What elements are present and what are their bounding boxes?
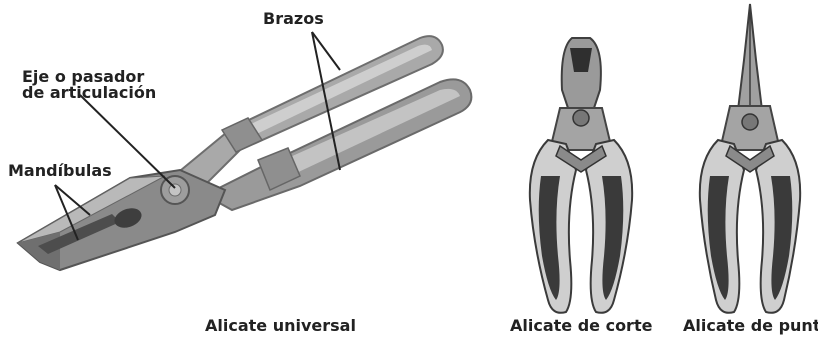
caption-alicate-punta: Alicate de punta	[683, 316, 818, 335]
caption-alicate-universal: Alicate universal	[205, 316, 356, 335]
label-brazos: Brazos	[263, 9, 324, 28]
needle-pivot	[742, 114, 758, 130]
needle-nose-pliers-illustration	[700, 4, 800, 313]
pivot-center	[169, 184, 181, 196]
caption-alicate-corte: Alicate de corte	[510, 316, 653, 335]
label-mandibulas: Mandíbulas	[8, 161, 112, 180]
cutting-pivot	[573, 110, 589, 126]
cutting-pliers-illustration	[530, 38, 632, 313]
label-eje-line2: de articulación	[22, 83, 156, 102]
